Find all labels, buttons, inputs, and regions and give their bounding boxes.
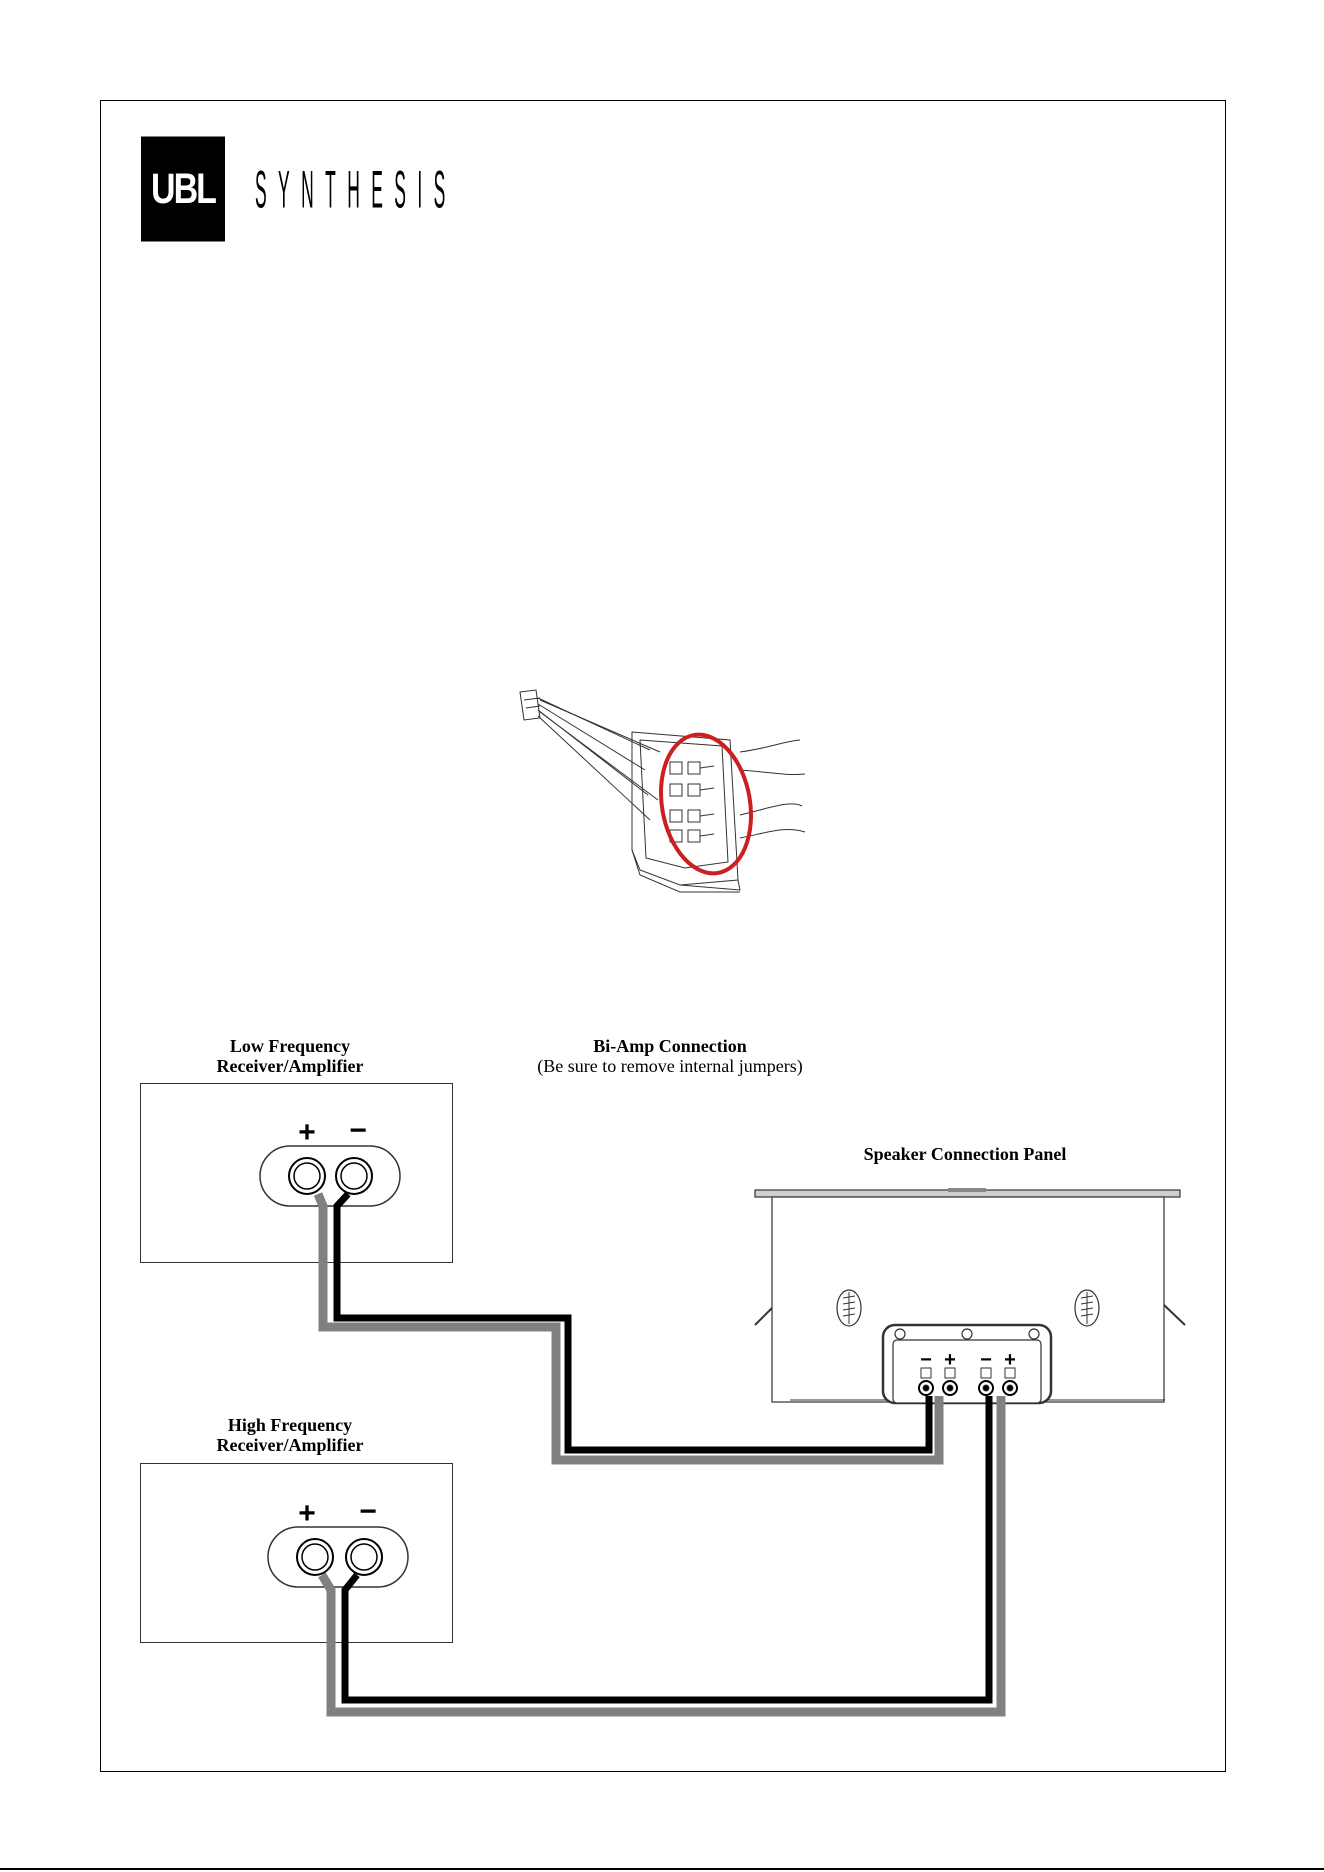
panel-lf-plus-sign: + — [944, 1349, 956, 1371]
low-amp-terminals: + − — [260, 1114, 400, 1206]
terminal-bracket — [632, 732, 740, 892]
low-terminal-plate — [260, 1146, 400, 1206]
panel-hf-plus-sign: + — [1004, 1349, 1016, 1371]
high-frequency-black-wire — [345, 1396, 989, 1700]
high-terminal-plate — [268, 1527, 408, 1587]
jumper-highlight-circle — [651, 727, 762, 880]
panel-hf-minus-sign: − — [980, 1349, 992, 1371]
speaker-sketch — [520, 690, 805, 892]
high-frequency-gray-wire — [322, 1396, 1001, 1712]
connector-wires — [538, 698, 660, 820]
high-amp-terminals: + − — [268, 1495, 408, 1587]
terminal-posts — [670, 762, 714, 842]
low-plus-sign: + — [298, 1116, 316, 1149]
high-plus-sign: + — [298, 1497, 316, 1530]
speaker-connection-panel — [755, 1188, 1185, 1403]
high-minus-sign: − — [359, 1495, 377, 1528]
low-minus-sign: − — [349, 1114, 367, 1147]
panel-lf-minus-sign: − — [920, 1349, 932, 1371]
wire-connector — [520, 690, 540, 720]
terminal-cup — [883, 1325, 1051, 1403]
